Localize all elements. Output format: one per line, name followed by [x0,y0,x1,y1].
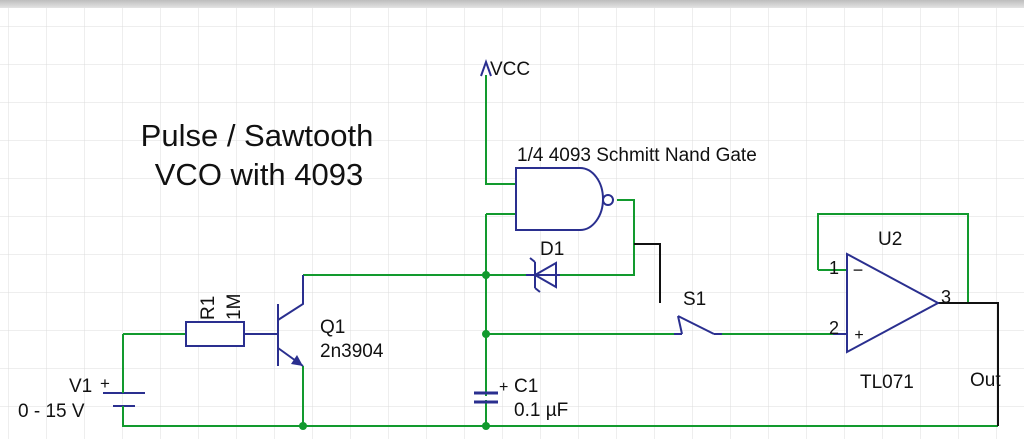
capacitor-c1 [474,391,498,404]
gate-label: 1/4 4093 Schmitt Nand Gate [517,145,757,166]
opamp-feedback-wire [817,213,969,303]
opamp-part: TL071 [860,372,914,393]
junctions [299,271,490,430]
window-top-edge [0,0,1024,8]
opamp-ref: U2 [878,229,902,250]
junction-dot [482,422,490,430]
switch-s1 [674,315,722,335]
transistor-q1 [277,275,304,367]
ground-wire [122,414,998,427]
source-ref: V1 [69,376,92,397]
vcc-label: VCC [490,59,530,80]
source-range: 0 - 15 V [18,401,85,422]
gate-output-wire [634,243,661,303]
capacitor-ref: C1 [514,376,538,397]
junction-dot [482,271,490,279]
title-line-2: VCO with 4093 [155,157,364,192]
source-v1 [103,389,145,414]
output-wire [938,302,999,426]
diode-d1 [526,257,560,293]
capacitor-plus-sign: + [499,379,508,396]
opamp-minus-sign: − [853,260,864,280]
opamp-u2 [833,252,941,354]
resistor-r1 [185,321,278,347]
title-line-1: Pulse / Sawtooth [141,118,374,153]
transistor-ref: Q1 [320,317,345,338]
vcc-arrow [480,59,492,77]
opamp-pin-1: 1 [829,258,839,278]
nand-bubble [602,194,614,206]
nand-gate [515,167,614,231]
resistor-ref: R1 [198,296,219,320]
junction-dot [299,422,307,430]
diode-feedback-wire [560,199,635,276]
switch-ref: S1 [683,289,706,310]
junction-dot [482,330,490,338]
opamp-pin-2: 2 [829,318,839,338]
green-wires [122,75,998,427]
source-plus-sign: + [100,374,110,393]
opamp-pin-3: 3 [941,287,951,307]
black-wires [634,243,999,426]
transistor-collector [277,275,304,321]
resistor-value: 1M [224,294,245,320]
grid-background [0,8,1024,439]
transistor-emitter-arrow [291,355,303,366]
output-label: Out [970,370,1001,391]
capacitor-value: 0.1 µF [514,400,568,421]
diode-ref: D1 [540,239,564,260]
opamp-plus-sign: + [854,327,863,344]
vcc-wire [485,75,516,185]
transistor-part: 2n3904 [320,341,384,362]
